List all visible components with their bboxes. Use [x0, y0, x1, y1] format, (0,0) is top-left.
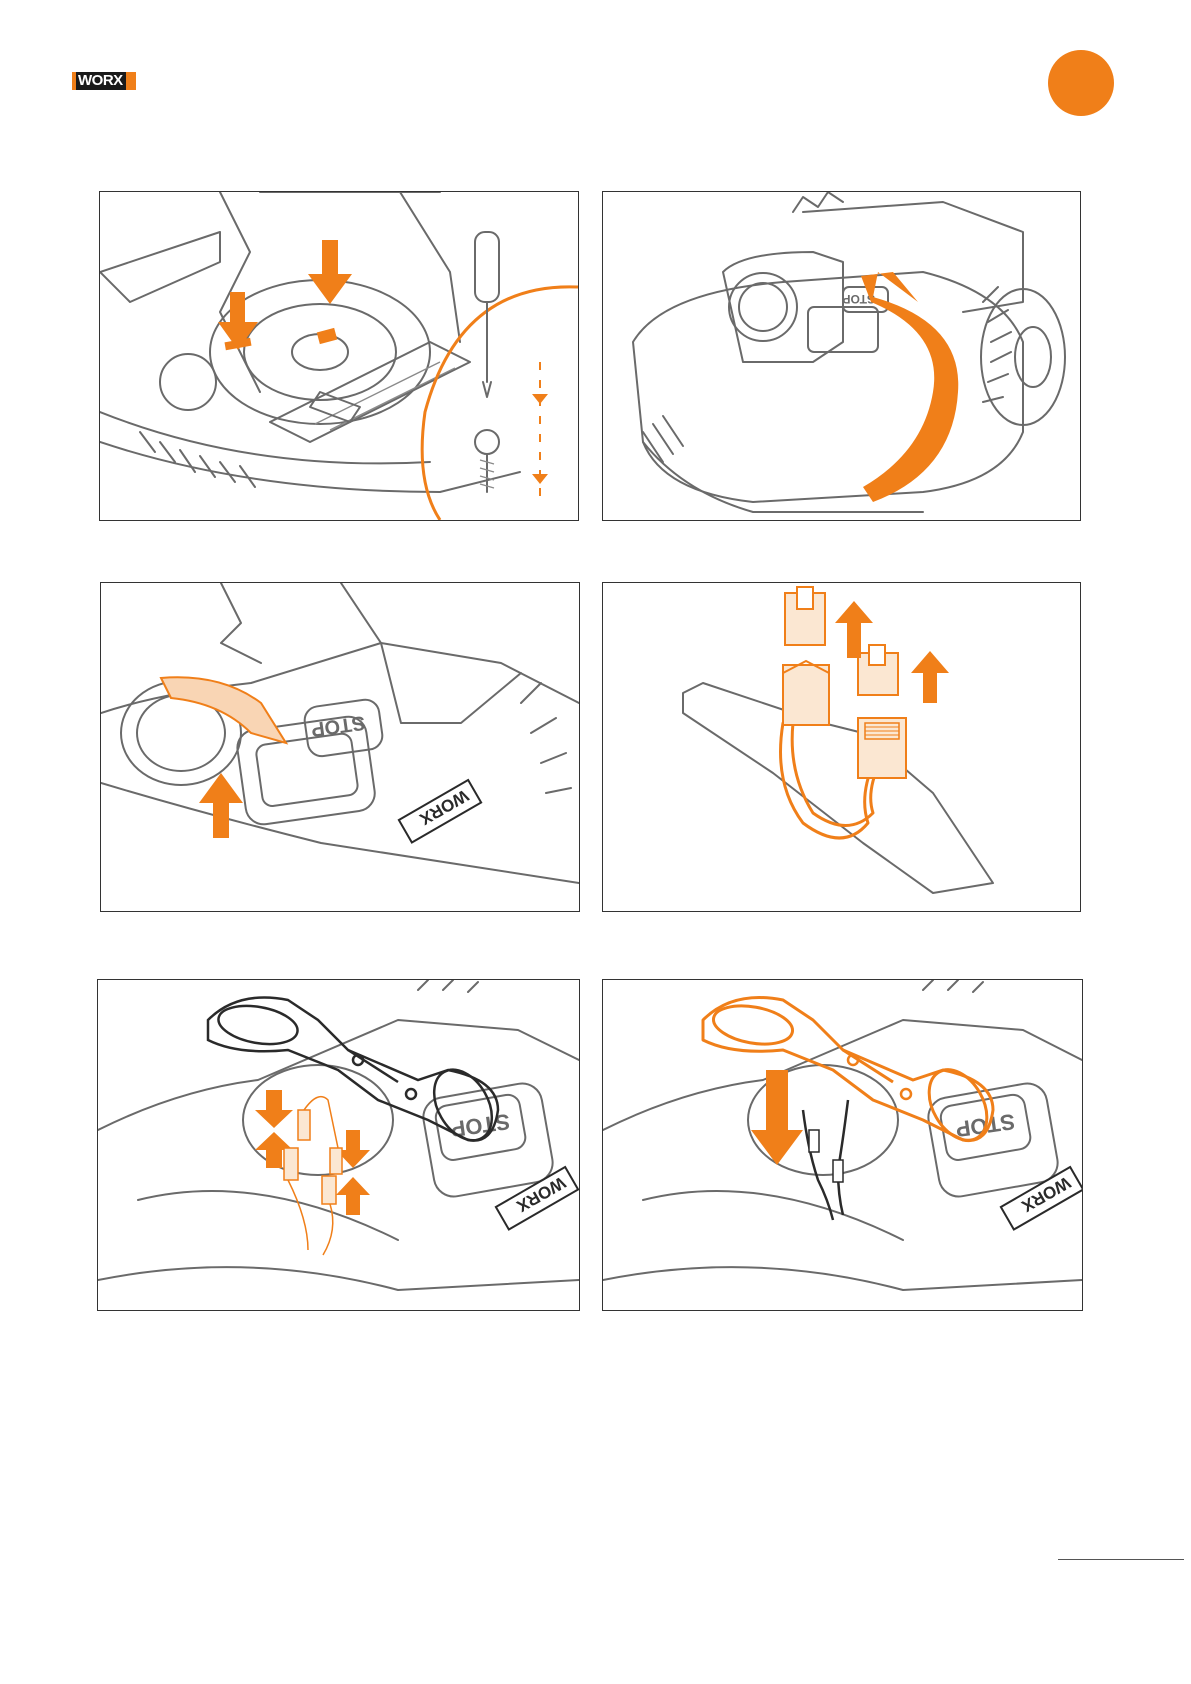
step-1-illustration — [99, 191, 579, 521]
brand-plate-2: WORX — [513, 1173, 569, 1216]
step-6-illustration: STOP WORX — [602, 979, 1083, 1311]
step-2-illustration: STOP — [602, 191, 1081, 521]
page-footer-rule — [1058, 1559, 1184, 1560]
tilt-mower-drawing: STOP — [603, 192, 1080, 520]
brand-plate-3: WORX — [1018, 1173, 1074, 1216]
lift-cover-drawing: STOP WORX — [101, 583, 579, 911]
connectors-drawing — [603, 583, 1080, 911]
stop-mark: STOP — [310, 711, 367, 740]
handle-connect-drawing: STOP WORX — [98, 980, 579, 1310]
step-4-illustration — [602, 582, 1081, 912]
step-5-illustration: STOP WORX — [97, 979, 580, 1311]
handle-install-drawing: STOP WORX — [603, 980, 1082, 1310]
blade-removal-drawing — [100, 192, 578, 520]
logo-text: WORX — [76, 72, 126, 90]
logo-tail — [126, 72, 136, 90]
section-badge — [1048, 50, 1114, 116]
worx-logo: WORX — [72, 72, 136, 90]
brand-plate: WORX — [416, 786, 472, 829]
step-3-illustration: STOP WORX — [100, 582, 580, 912]
